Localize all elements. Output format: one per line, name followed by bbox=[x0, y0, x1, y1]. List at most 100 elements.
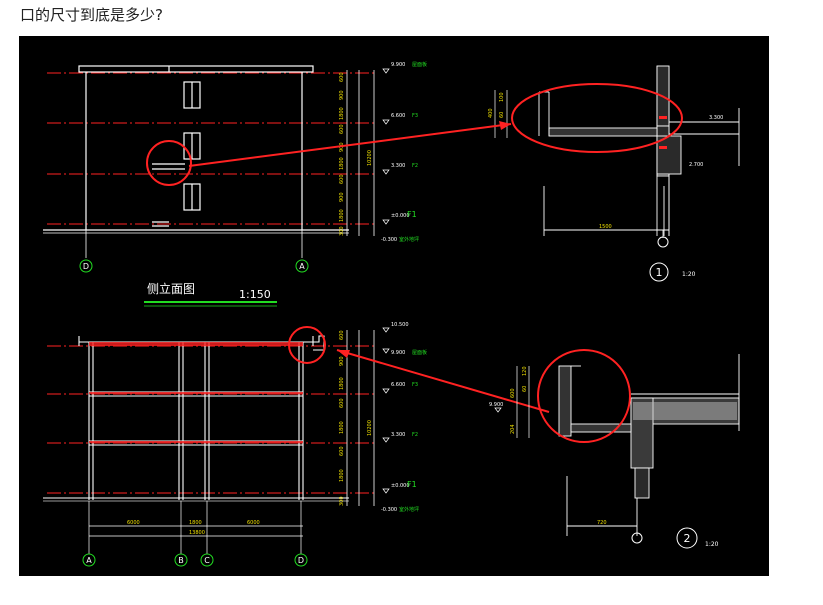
callout-arrow-2 bbox=[336, 349, 550, 413]
svg-text:F3: F3 bbox=[412, 113, 418, 119]
svg-text:600: 600 bbox=[339, 124, 345, 134]
axis-bubble-a-top bbox=[295, 259, 309, 273]
svg-text:3.300: 3.300 bbox=[391, 432, 405, 438]
svg-text:900: 900 bbox=[339, 142, 345, 152]
detail-1-number-circle bbox=[649, 262, 669, 282]
dimension-lines-top bbox=[346, 70, 375, 236]
level-marks-top: 9.900 屋面板 6.600 F3 3.300 F2 ±0.000 F1 -0… bbox=[381, 61, 427, 243]
svg-text:-0.300: -0.300 bbox=[381, 237, 397, 243]
detail-1-scale: 1:20 bbox=[682, 271, 696, 278]
svg-text:屋面板: 屋面板 bbox=[412, 349, 427, 356]
svg-text:6000: 6000 bbox=[247, 520, 260, 526]
svg-text:600: 600 bbox=[339, 398, 345, 408]
svg-text:A: A bbox=[86, 556, 92, 565]
svg-text:900: 900 bbox=[339, 356, 345, 366]
svg-text:900: 900 bbox=[339, 90, 345, 100]
axis-label-a-top: A bbox=[299, 262, 305, 271]
svg-text:100: 100 bbox=[499, 92, 505, 102]
svg-text:600: 600 bbox=[339, 330, 345, 340]
svg-text:6000: 6000 bbox=[127, 520, 140, 526]
detail-1-axis-bubble bbox=[657, 236, 669, 248]
svg-text:720: 720 bbox=[597, 520, 607, 526]
level-lines-top bbox=[47, 72, 374, 225]
svg-text:±0.000: ±0.000 bbox=[391, 483, 410, 489]
callout-arrow-1 bbox=[188, 123, 512, 167]
svg-text:1800: 1800 bbox=[339, 157, 345, 170]
callout-circle-canopy bbox=[146, 140, 192, 186]
elevation-title: 侧立面图 bbox=[147, 281, 195, 296]
svg-text:13800: 13800 bbox=[189, 530, 205, 536]
svg-text:B: B bbox=[178, 556, 184, 565]
svg-text:300: 300 bbox=[339, 226, 345, 236]
svg-text:F2: F2 bbox=[412, 432, 418, 438]
detail-1: 100 60 400 1500 3.300 2.700 1 1:20 bbox=[488, 65, 740, 282]
svg-text:10200: 10200 bbox=[367, 420, 373, 436]
side-elevation: D A 600 900 1800 600 900 1800 600 900 18… bbox=[43, 61, 427, 307]
elevation-outline bbox=[43, 65, 349, 234]
svg-text:D: D bbox=[298, 556, 304, 565]
svg-text:400: 400 bbox=[488, 108, 494, 118]
svg-text:1800: 1800 bbox=[339, 377, 345, 390]
section: 6000 1800 6000 13800 A B C D 600 900 180… bbox=[43, 322, 427, 567]
svg-text:1500: 1500 bbox=[599, 224, 612, 230]
svg-text:屋面板: 屋面板 bbox=[412, 61, 427, 68]
detail-2-number-circle bbox=[676, 527, 698, 549]
callout-arrowhead-2 bbox=[337, 350, 350, 358]
svg-text:1800: 1800 bbox=[189, 520, 202, 526]
axis-label-d-top: D bbox=[83, 262, 89, 271]
svg-text:600: 600 bbox=[339, 174, 345, 184]
detail-1-number: 1 bbox=[656, 266, 663, 279]
svg-text:3.300: 3.300 bbox=[709, 115, 723, 121]
svg-text:3.300: 3.300 bbox=[391, 163, 405, 169]
svg-text:C: C bbox=[204, 556, 210, 565]
axis-lines-top bbox=[85, 230, 303, 258]
svg-text:300: 300 bbox=[339, 496, 345, 506]
svg-text:10.500: 10.500 bbox=[391, 322, 409, 328]
svg-text:9.900: 9.900 bbox=[391, 350, 405, 356]
svg-text:F3: F3 bbox=[412, 382, 418, 388]
detail-2-geometry bbox=[558, 354, 740, 536]
section-axis-labels: A B C D bbox=[86, 556, 304, 565]
svg-text:F1: F1 bbox=[407, 480, 417, 489]
svg-text:1800: 1800 bbox=[339, 209, 345, 222]
svg-text:60: 60 bbox=[522, 386, 528, 392]
question-text: 口的尺寸到底是多少? bbox=[20, 6, 163, 24]
svg-text:-0.300: -0.300 bbox=[381, 507, 397, 513]
svg-text:9.900: 9.900 bbox=[391, 62, 405, 68]
svg-text:室外地坪: 室外地坪 bbox=[399, 236, 419, 243]
section-span-dims: 6000 1800 6000 13800 bbox=[127, 520, 260, 536]
elevation-scale: 1:150 bbox=[239, 288, 271, 301]
section-frame bbox=[43, 335, 349, 502]
detail-2-elev: 9.900 bbox=[489, 402, 503, 408]
detail-2-scale: 1:20 bbox=[705, 541, 719, 548]
level-triangles-top bbox=[382, 68, 390, 225]
svg-text:F2: F2 bbox=[412, 163, 418, 169]
detail-1-hatch bbox=[659, 116, 667, 149]
level-lines-bottom bbox=[47, 345, 374, 494]
svg-text:F1: F1 bbox=[407, 210, 417, 219]
svg-text:2.700: 2.700 bbox=[689, 162, 703, 168]
svg-text:6.600: 6.600 bbox=[391, 113, 405, 119]
svg-text:±0.000: ±0.000 bbox=[391, 213, 410, 219]
callout-circle-parapet bbox=[288, 326, 326, 364]
cad-drawing-canvas: D A 600 900 1800 600 900 1800 600 900 18… bbox=[19, 36, 769, 576]
svg-text:600: 600 bbox=[339, 446, 345, 456]
svg-text:室外地坪: 室外地坪 bbox=[399, 506, 419, 513]
detail-2-number: 2 bbox=[684, 532, 691, 545]
svg-text:1800: 1800 bbox=[339, 107, 345, 120]
svg-text:1800: 1800 bbox=[339, 421, 345, 434]
svg-text:204: 204 bbox=[510, 424, 516, 434]
detail-1-elevs: 3.300 2.700 bbox=[689, 115, 723, 168]
section-axis-bubbles bbox=[82, 553, 308, 567]
detail-2-axis-bubble bbox=[631, 532, 643, 544]
detail-2-dims: 120 60 600 204 720 bbox=[510, 366, 607, 526]
axis-bubble-d-top bbox=[79, 259, 93, 273]
svg-text:1800: 1800 bbox=[339, 469, 345, 482]
callout-circle-detail-2 bbox=[537, 349, 631, 443]
svg-text:900: 900 bbox=[339, 192, 345, 202]
svg-text:60: 60 bbox=[499, 112, 505, 118]
callout-arrowhead-1 bbox=[499, 121, 511, 130]
svg-text:600: 600 bbox=[510, 388, 516, 398]
svg-text:120: 120 bbox=[522, 366, 528, 376]
level-marks-bottom: 10.500 9.900 屋面板 6.600 F3 3.300 F2 ±0.00… bbox=[381, 322, 427, 513]
